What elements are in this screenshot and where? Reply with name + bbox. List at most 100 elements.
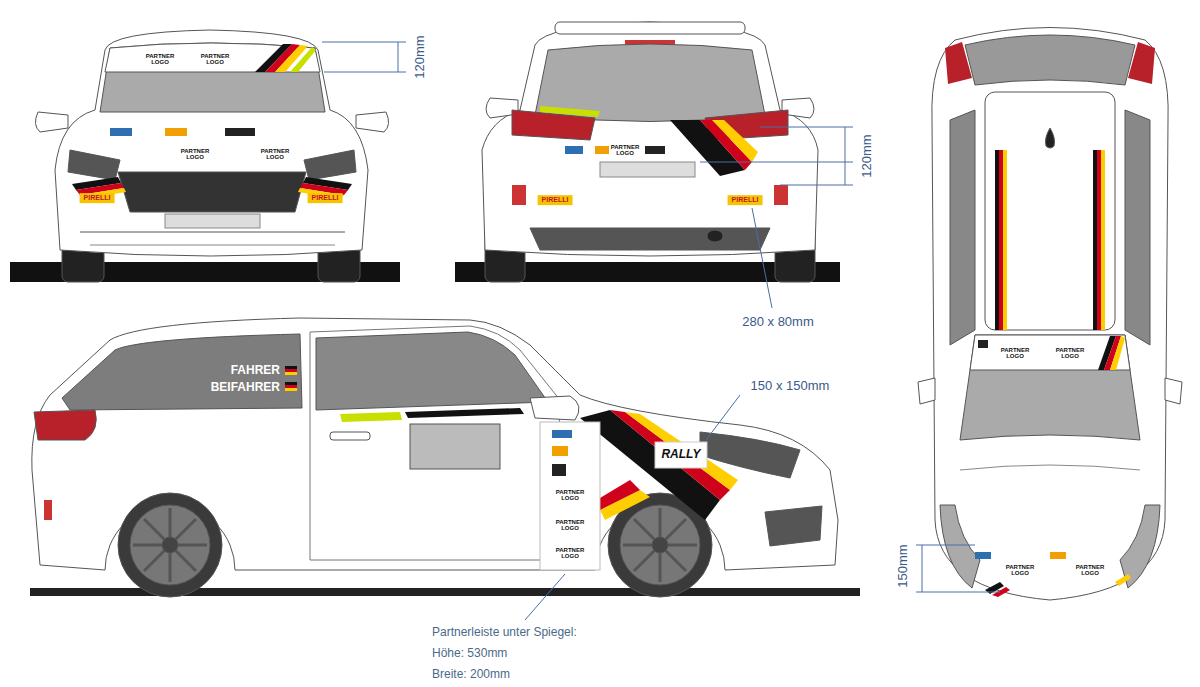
front-view-part: [35, 112, 68, 132]
rear-view-part: [595, 146, 609, 154]
sponsor-decal: PIRELLI: [728, 195, 763, 205]
side-view-part: [706, 395, 740, 440]
side-view-part: [34, 410, 96, 440]
note-text: Breite: 200mm: [432, 668, 510, 681]
dimension-label: 120mm: [413, 35, 427, 78]
top-view-part: [1115, 574, 1131, 586]
top-view-part: [960, 465, 1140, 470]
side-view-part: [620, 505, 700, 585]
top-view-part: [978, 340, 988, 348]
front-view-part: [105, 43, 320, 72]
partner-logo: PARTNER LOGO: [179, 148, 211, 161]
rear-view-part: [555, 22, 745, 34]
side-view-part: [133, 508, 697, 582]
top-view-part: [1093, 150, 1097, 330]
sponsor-decal: PIRELLI: [80, 193, 115, 203]
front-view-part: [398, 42, 399, 72]
top-view-part: [1125, 110, 1150, 345]
rear-view-part: [645, 146, 665, 154]
side-view-part: [552, 430, 572, 438]
front-view-part: [304, 150, 356, 180]
rear-view-part: [530, 228, 770, 250]
rear-view: [455, 22, 853, 308]
side-view-part: [285, 366, 297, 369]
rear-view-part: [565, 146, 583, 154]
top-view-part: [1101, 150, 1105, 330]
rear-view-part: [845, 127, 846, 185]
side-view-part: [310, 326, 560, 560]
top-view: [916, 28, 1182, 601]
top-view-part: [975, 552, 991, 559]
dimension-label: 150 x 150mm: [751, 379, 830, 393]
side-view-part: [285, 382, 297, 385]
driver-name: BEIFAHRER: [211, 381, 280, 394]
side-view-part-part: [144, 519, 196, 571]
front-view-part: [80, 232, 345, 233]
partner-logo: PARTNER LOGO: [999, 347, 1031, 360]
front-view-part: [324, 72, 406, 73]
top-view-part: [932, 28, 1168, 601]
front-view-part: [118, 172, 306, 212]
partner-logo: PARTNER LOGO: [554, 489, 586, 502]
front-view-part: [356, 112, 389, 132]
side-view-part: [162, 537, 178, 553]
side-view-part: [530, 396, 579, 420]
side-view-part: [316, 332, 548, 410]
top-view-part: [995, 150, 999, 330]
top-view-part: [922, 545, 923, 592]
side-view-part: [625, 412, 738, 490]
side-view-part-part: [634, 519, 686, 571]
rear-view-part: [512, 185, 526, 205]
side-view-part: [525, 574, 565, 620]
note-text: Partnerleiste unter Spiegel:: [432, 626, 577, 639]
front-view-part: [68, 150, 120, 180]
front-view-part: [110, 128, 132, 136]
partner-logo: PARTNER LOGO: [1054, 347, 1086, 360]
rear-view-part: [700, 162, 853, 163]
top-view-part: [916, 545, 975, 546]
note-text: Höhe: 530mm: [432, 647, 507, 660]
side-view-part: [655, 442, 707, 468]
side-view-part: [600, 480, 640, 510]
partner-logo: PARTNER LOGO: [1074, 564, 1106, 577]
top-view-part: [940, 505, 980, 588]
side-view: [30, 318, 860, 620]
sponsor-decal: PIRELLI: [538, 195, 573, 205]
side-view-part: [765, 506, 822, 546]
side-view-part: [652, 537, 668, 553]
top-view-part: [985, 92, 1115, 330]
rear-view-part: [707, 230, 723, 242]
partner-logo: PARTNER LOGO: [554, 519, 586, 532]
top-view-part: [999, 150, 1003, 330]
top-view-part: [950, 110, 975, 345]
dimension-label: 280 x 80mm: [742, 315, 814, 329]
side-view-part-part: [144, 519, 196, 571]
rear-view-part: [600, 162, 695, 177]
rear-view-part: [760, 127, 853, 128]
front-view-part: [322, 42, 406, 43]
front-view-part: [55, 30, 368, 256]
side-view-part: [285, 385, 297, 388]
side-view-part: [540, 422, 600, 570]
side-view-part: [330, 432, 370, 440]
rear-view-part: [540, 106, 600, 117]
front-view-part: [225, 128, 255, 136]
rear-view-part: [712, 120, 758, 162]
partner-logo: PARTNER LOGO: [554, 547, 586, 560]
front-view-part: [90, 245, 335, 246]
rear-view-part: [780, 185, 853, 186]
side-view-part: [285, 388, 297, 391]
front-view: [10, 30, 406, 282]
top-view-part: [1110, 336, 1125, 370]
sponsor-decal: RALLY: [661, 448, 700, 461]
front-view-part: [290, 47, 316, 72]
rear-view-part: [482, 22, 818, 256]
partner-logo: PARTNER LOGO: [609, 144, 641, 157]
front-view-part: [165, 128, 187, 136]
top-view-part: [970, 335, 1130, 370]
side-view-part: [405, 408, 524, 418]
side-view-part: [118, 493, 222, 597]
